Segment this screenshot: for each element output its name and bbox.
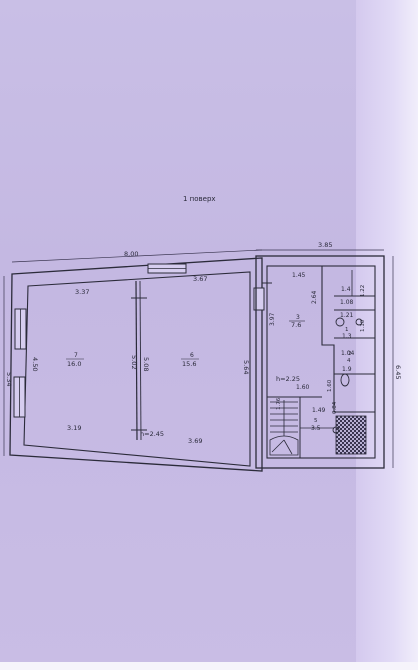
room-4-area: 1.9 bbox=[342, 366, 352, 373]
room-3-area: 7.6 bbox=[291, 321, 301, 329]
fixtures bbox=[332, 317, 363, 434]
staircase bbox=[269, 400, 299, 456]
dim-r3-inner: 2.64 bbox=[311, 290, 318, 304]
toilet-icon bbox=[340, 373, 350, 387]
window-right-block bbox=[253, 287, 265, 311]
page-edge-shadow bbox=[356, 0, 418, 670]
hatched-boiler-area bbox=[335, 415, 367, 455]
dim-r6-top: 3.67 bbox=[193, 275, 207, 283]
room-3-number: 3 bbox=[296, 314, 300, 321]
dim-r1-width: 1.08 bbox=[340, 299, 354, 306]
windows bbox=[13, 263, 265, 418]
dim-r3-top: 1.45 bbox=[292, 272, 306, 279]
page-bottom-edge bbox=[0, 662, 418, 670]
room-5-number: 5 bbox=[314, 418, 318, 424]
partition-wall-inner bbox=[139, 280, 142, 441]
ceiling-height-left: h=2.45 bbox=[140, 430, 164, 438]
room-6-area: 15.6 bbox=[182, 360, 196, 368]
room-7-number: 7 bbox=[74, 352, 78, 359]
dim-r3-side: 3.97 bbox=[269, 312, 276, 326]
dim-total-width-left: 8.00 bbox=[124, 250, 138, 258]
sink-icon bbox=[335, 317, 345, 327]
dim-r7-right: 5.02 bbox=[130, 355, 138, 369]
dim-stair-width: 1.76 bbox=[276, 397, 282, 410]
dim-r7-left: 4.50 bbox=[31, 357, 39, 371]
partition-wall bbox=[135, 280, 138, 441]
dim-r6-bottom: 3.69 bbox=[188, 437, 202, 445]
dim-r1-height: 1.22 bbox=[360, 285, 366, 297]
dim-r5-width: 1.49 bbox=[312, 407, 326, 414]
dim-total-width-right: 3.85 bbox=[318, 241, 332, 249]
dimension-lines bbox=[3, 249, 394, 468]
room-7-area: 16.0 bbox=[67, 360, 81, 368]
ceiling-height-right: h=2.25 bbox=[276, 375, 300, 383]
dim-hall-width: 1.60 bbox=[296, 384, 310, 391]
dim-line-top-left bbox=[11, 249, 263, 263]
stair-winder bbox=[269, 435, 299, 456]
right-block-outer-wall bbox=[255, 255, 385, 469]
stair-winder-line bbox=[271, 439, 285, 453]
meter-icon bbox=[332, 426, 340, 434]
dim-r7-top: 3.37 bbox=[75, 288, 89, 296]
dim-r2-width: 1.21 bbox=[340, 312, 354, 319]
dim-r6-left: 5.08 bbox=[142, 357, 150, 371]
bathroom-walls bbox=[321, 266, 375, 413]
room-4-number: 4 bbox=[347, 358, 351, 364]
dim-outer-height-right: 6.45 bbox=[394, 365, 402, 379]
dim-r4-width: 1.04 bbox=[341, 350, 355, 357]
stair-winder-line bbox=[283, 439, 293, 455]
floor-title: 1 поверх bbox=[183, 195, 216, 203]
room-2-number: 2 bbox=[348, 351, 352, 357]
room-1-area: 1.4 bbox=[341, 286, 351, 293]
dim-r7-bottom: 3.19 bbox=[67, 424, 81, 432]
basin-icon bbox=[355, 318, 363, 326]
room-5-area: 3.5 bbox=[311, 425, 321, 432]
right-block-walls bbox=[255, 255, 385, 469]
room-1-number: 1 bbox=[345, 327, 349, 333]
room-6-number: 6 bbox=[190, 352, 194, 359]
right-block-inner-wall bbox=[266, 265, 376, 459]
left-block-outer-wall bbox=[9, 257, 263, 472]
room-2-area: 1.3 bbox=[342, 333, 352, 340]
dim-r4-height: 1.60 bbox=[327, 379, 333, 392]
dim-r2-height: 1.10 bbox=[360, 319, 366, 332]
dim-outer-height-left: 5.34 bbox=[5, 372, 13, 386]
dim-r6-right: 5.64 bbox=[242, 360, 250, 374]
dim-r5-height: 0.84 bbox=[332, 401, 338, 414]
